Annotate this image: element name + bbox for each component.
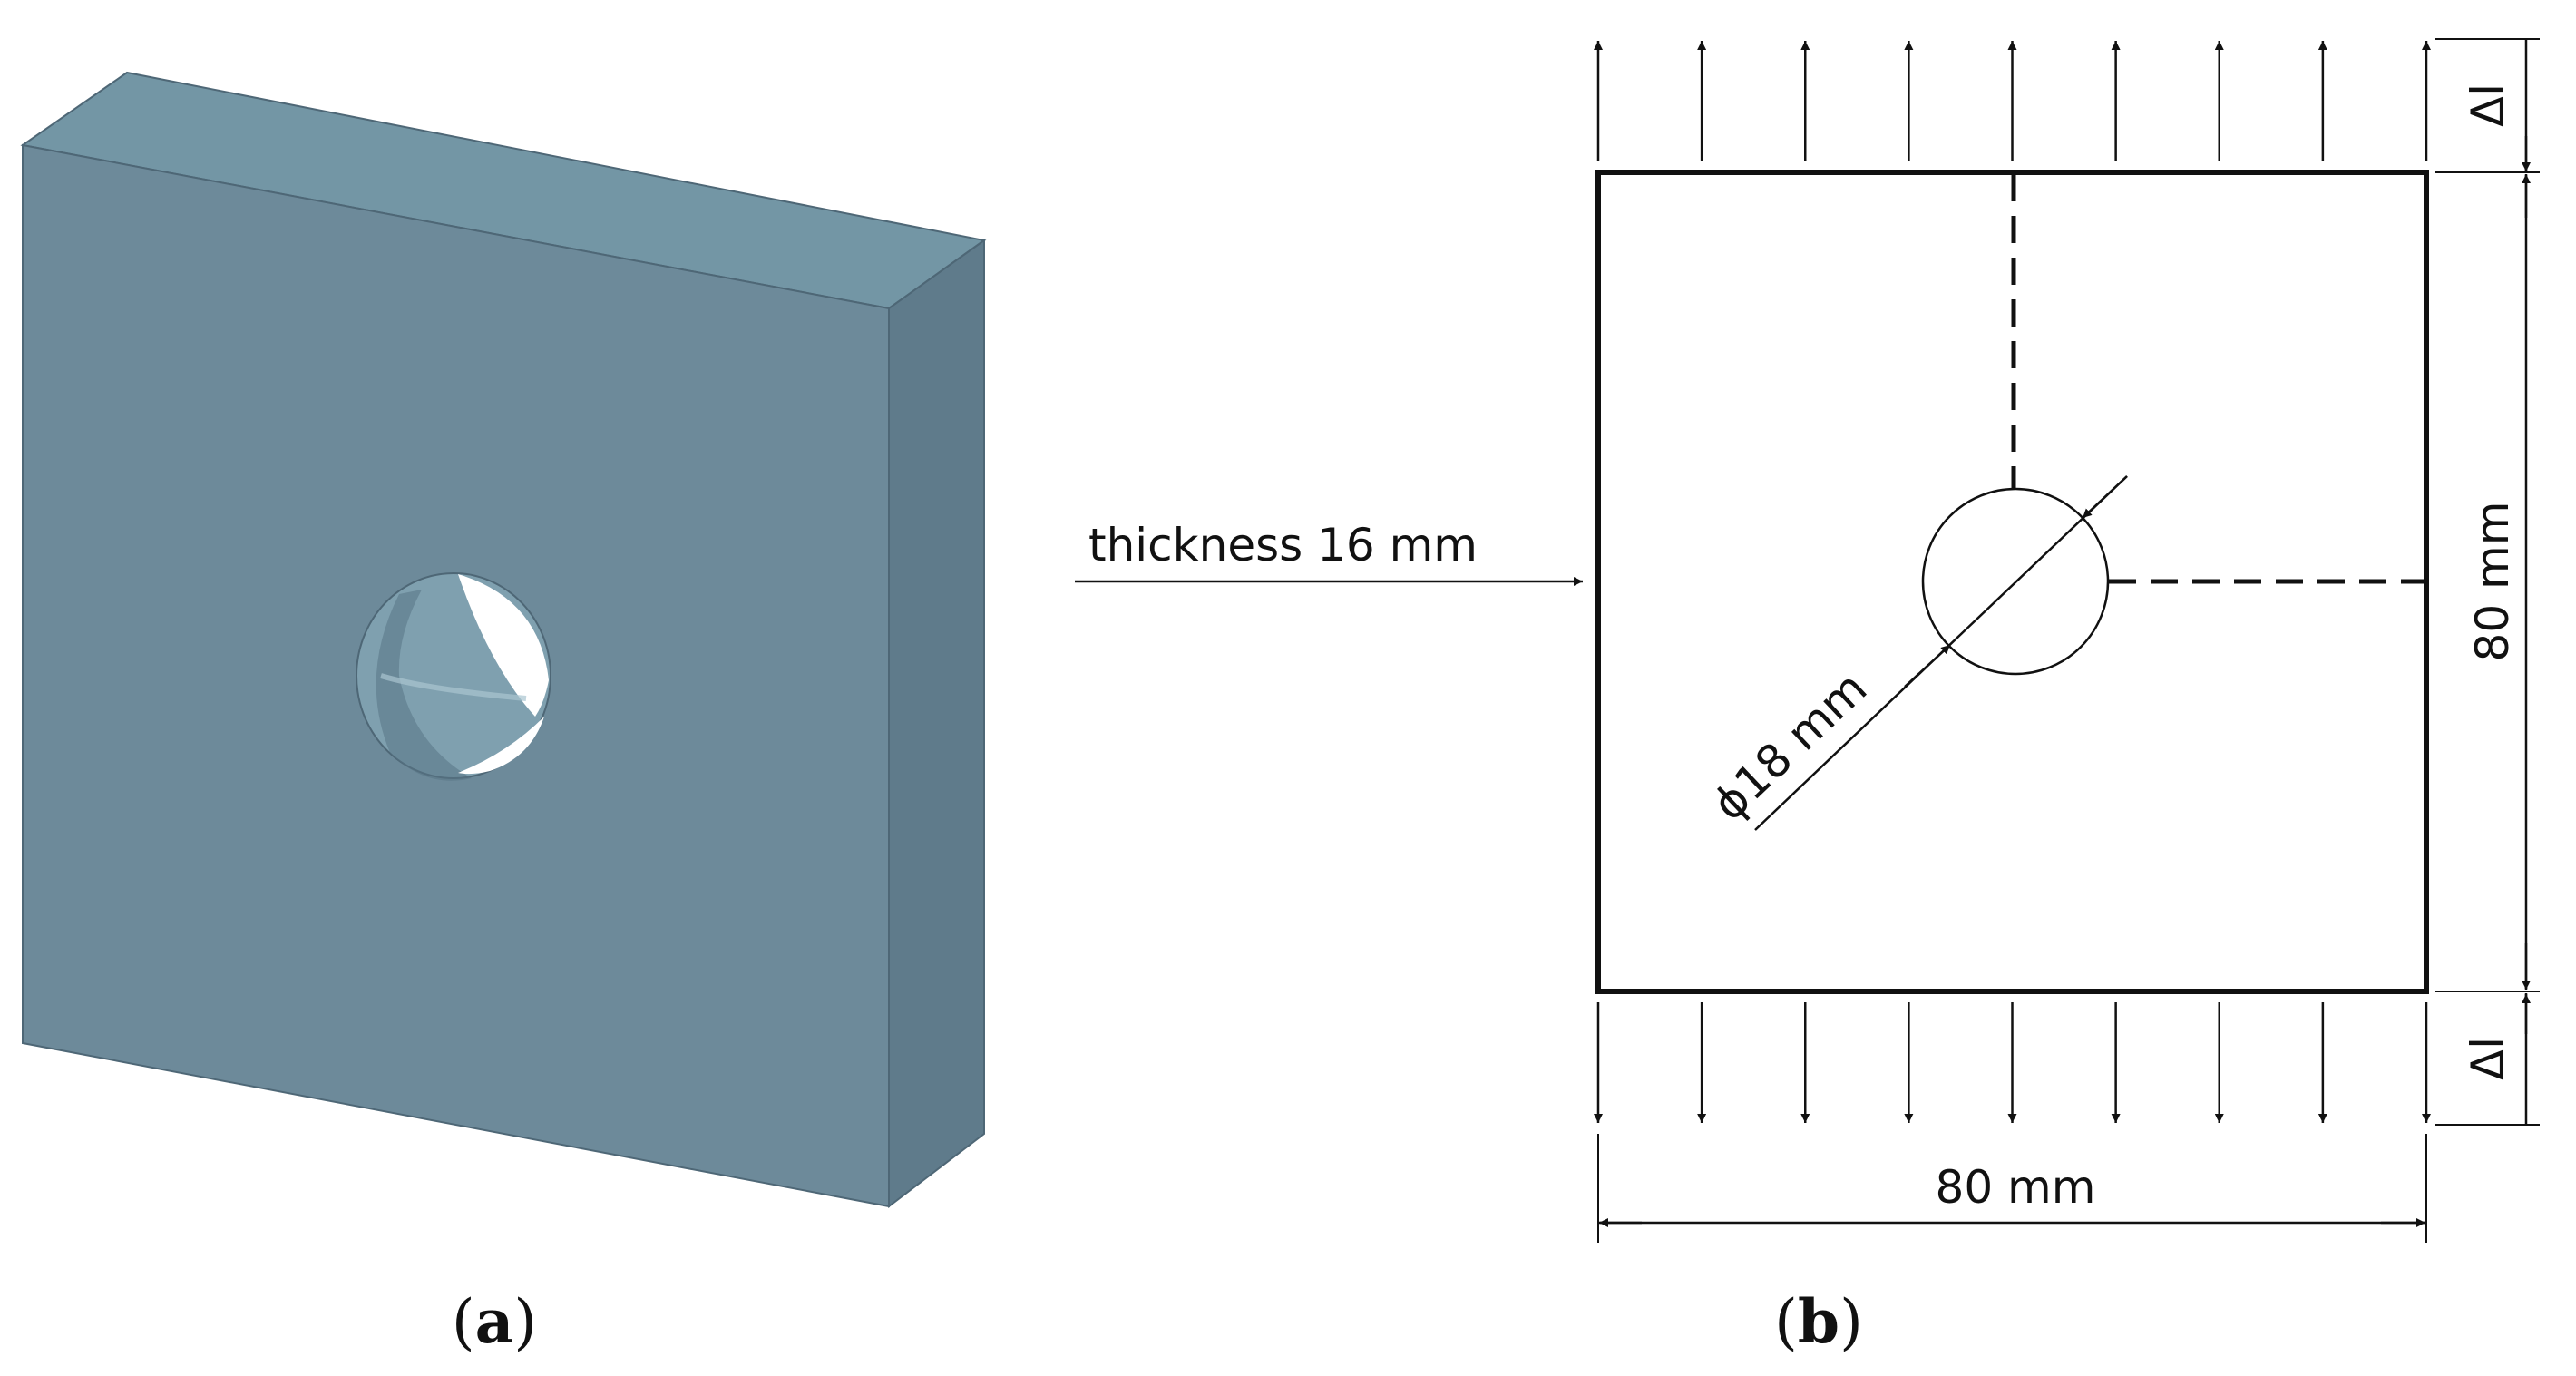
hole-diameter-label: ϕ18 mm: [1703, 661, 1877, 831]
delta-l-bottom-label: Δl: [2462, 1037, 2514, 1080]
height-label: 80 mm: [2466, 502, 2519, 662]
top-load-arrows: [1594, 41, 2431, 161]
panel-a-3d-plate: [20, 71, 987, 1209]
hole-highlight: [380, 673, 527, 701]
hole-bore-shadow: [376, 590, 472, 781]
thickness-label: thickness 16 mm: [1088, 519, 1478, 571]
diameter-arrow-upper: [2082, 475, 2128, 519]
width-label: 80 mm: [1936, 1161, 2096, 1214]
bottom-load-arrows: [1594, 1002, 2431, 1123]
panel-a-label: (a): [452, 1286, 537, 1357]
panel-b-label: (b): [1774, 1286, 1863, 1357]
delta-l-top-label: Δl: [2462, 83, 2514, 127]
plate-side-face: [888, 239, 985, 1209]
panel-b-drawing: ϕ18 mm thickness 16 mm Δl 80 mm Δl 80 mm: [1075, 38, 2540, 1243]
hole-opening-lower: [458, 717, 544, 775]
plate-outline: [1595, 170, 2429, 994]
hole-opening: [458, 574, 549, 717]
hole-circle: [1921, 487, 2110, 676]
diameter-arrow-lower: [1904, 644, 1951, 688]
